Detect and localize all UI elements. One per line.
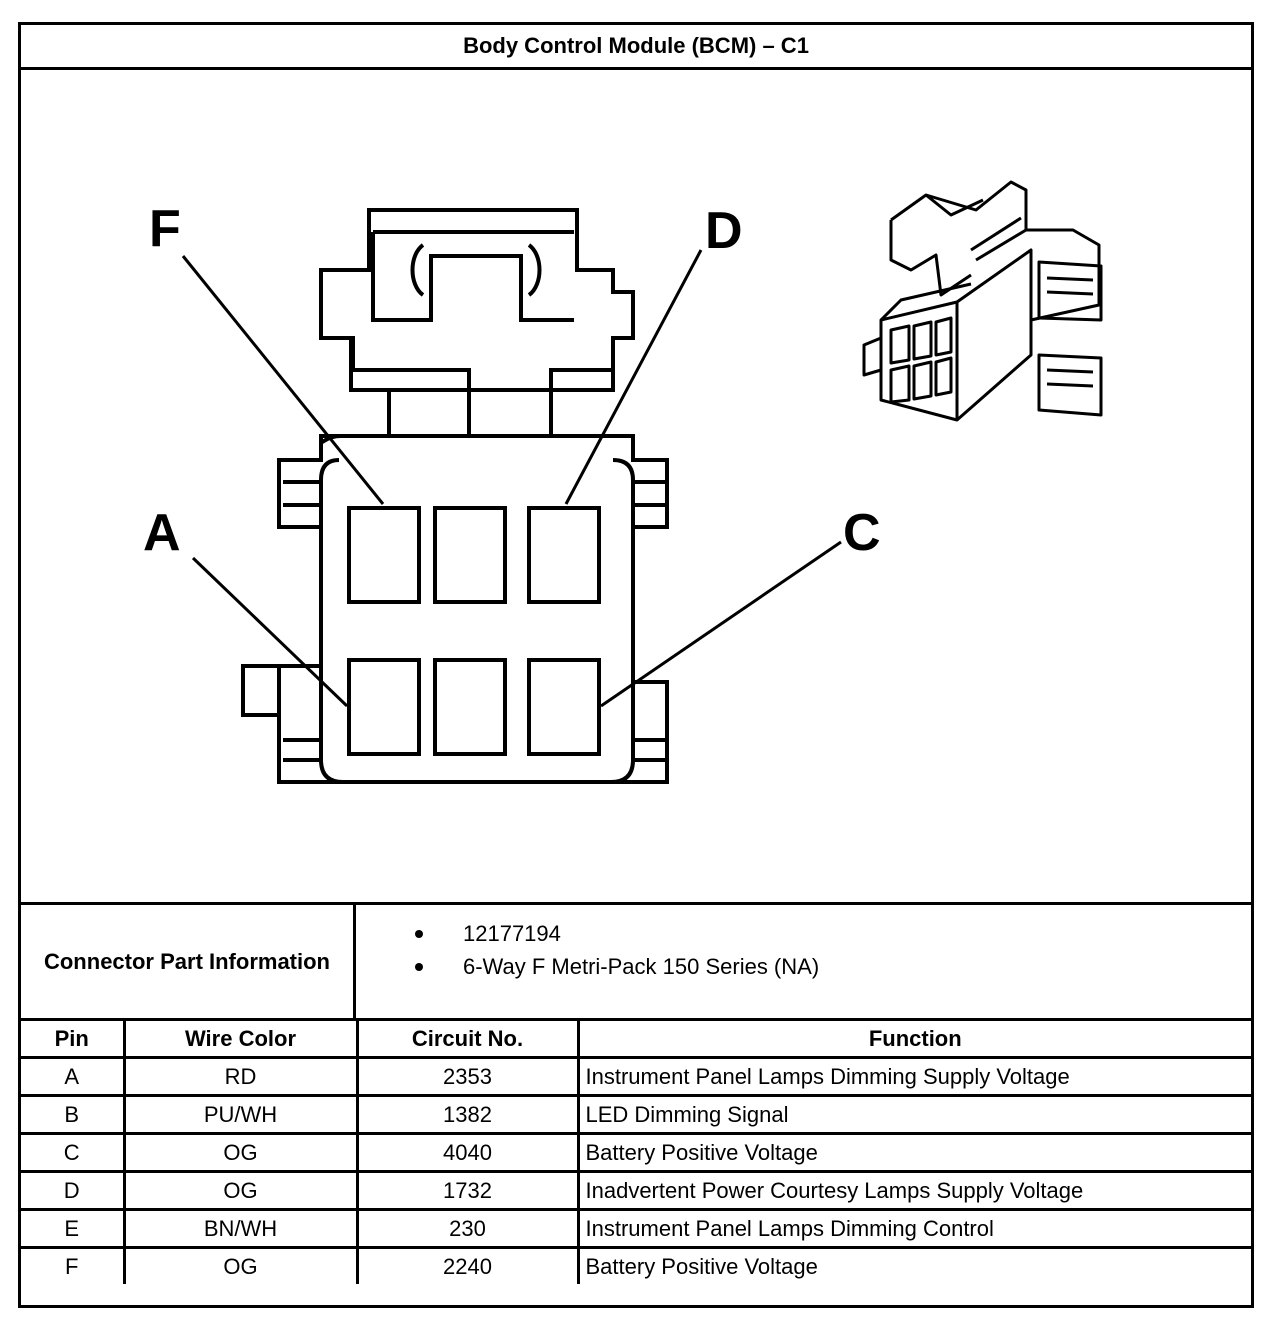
wire-color-cell: OG xyxy=(122,1132,359,1173)
connector-series-item: 6-Way F Metri-Pack 150 Series (NA) xyxy=(411,950,819,983)
circuit-cell: 2353 xyxy=(355,1056,580,1097)
part-number-item: 12177194 xyxy=(411,917,819,950)
pin-cell: C xyxy=(21,1132,126,1173)
table-header-row: Pin Wire Color Circuit No. Function xyxy=(21,1021,1251,1059)
circuit-cell: 1382 xyxy=(355,1094,580,1135)
wire-color-cell: PU/WH xyxy=(122,1094,359,1135)
connector-cavity-outline xyxy=(319,458,635,784)
page-title: Body Control Module (BCM) – C1 xyxy=(21,25,1251,70)
circuit-cell: 2240 xyxy=(355,1246,580,1284)
table-row: C OG 4040 Battery Positive Voltage xyxy=(21,1132,1251,1173)
header-wire-color: Wire Color xyxy=(122,1021,359,1059)
function-cell: LED Dimming Signal xyxy=(576,1094,1251,1135)
table-row: E BN/WH 230 Instrument Panel Lamps Dimmi… xyxy=(21,1208,1251,1249)
header-pin: Pin xyxy=(21,1021,126,1059)
pin-cell: E xyxy=(21,1208,126,1249)
pinout-sheet: Body Control Module (BCM) – C1 xyxy=(18,22,1254,1308)
terminal-cavity-f xyxy=(347,506,421,604)
pin-cell: A xyxy=(21,1056,126,1097)
wire-color-cell: OG xyxy=(122,1170,359,1211)
leader-line-f xyxy=(181,255,385,505)
connector-part-info: Connector Part Information 12177194 6-Wa… xyxy=(21,902,1251,1021)
circuit-cell: 4040 xyxy=(355,1132,580,1173)
pinout-table: Pin Wire Color Circuit No. Function A RD… xyxy=(21,1021,1251,1284)
table-row: F OG 2240 Battery Positive Voltage xyxy=(21,1246,1251,1284)
terminal-cavity-d xyxy=(527,506,601,604)
function-cell: Battery Positive Voltage xyxy=(576,1246,1251,1284)
pin-label-a: A xyxy=(143,504,181,562)
function-cell: Battery Positive Voltage xyxy=(576,1132,1251,1173)
pin-label-f: F xyxy=(149,200,181,258)
pin-label-c: C xyxy=(843,504,881,562)
connector-face-drawing: F D A C xyxy=(143,180,1103,784)
table-row: B PU/WH 1382 LED Dimming Signal xyxy=(21,1094,1251,1135)
terminal-cavity-a xyxy=(347,658,421,756)
function-cell: Instrument Panel Lamps Dimming Supply Vo… xyxy=(576,1056,1251,1097)
connector-isometric-view xyxy=(862,180,1103,422)
wire-color-cell: BN/WH xyxy=(122,1208,359,1249)
connector-diagram: F D A C xyxy=(21,70,1251,902)
leader-line-d xyxy=(564,249,703,505)
table-row: A RD 2353 Instrument Panel Lamps Dimming… xyxy=(21,1056,1251,1097)
latch-outline xyxy=(319,208,635,438)
part-info-label: Connector Part Information xyxy=(21,905,356,1018)
terminal-cavity-e xyxy=(433,506,507,604)
part-info-list: 12177194 6-Way F Metri-Pack 150 Series (… xyxy=(411,917,819,983)
header-function: Function xyxy=(576,1021,1251,1059)
pin-label-d: D xyxy=(705,202,743,260)
header-circuit-no: Circuit No. xyxy=(355,1021,580,1059)
terminal-cavity-b xyxy=(433,658,507,756)
circuit-cell: 1732 xyxy=(355,1170,580,1211)
pin-cell: F xyxy=(21,1246,126,1284)
wire-color-cell: OG xyxy=(122,1246,359,1284)
circuit-cell: 230 xyxy=(355,1208,580,1249)
function-cell: Instrument Panel Lamps Dimming Control xyxy=(576,1208,1251,1249)
wire-color-cell: RD xyxy=(122,1056,359,1097)
connector-body-outline xyxy=(241,434,669,784)
leader-line-c xyxy=(600,540,842,708)
pin-cell: D xyxy=(21,1170,126,1211)
pin-cell: B xyxy=(21,1094,126,1135)
leader-line-a xyxy=(191,556,349,708)
table-row: D OG 1732 Inadvertent Power Courtesy Lam… xyxy=(21,1170,1251,1211)
terminal-cavity-c xyxy=(527,658,601,756)
function-cell: Inadvertent Power Courtesy Lamps Supply … xyxy=(576,1170,1251,1211)
